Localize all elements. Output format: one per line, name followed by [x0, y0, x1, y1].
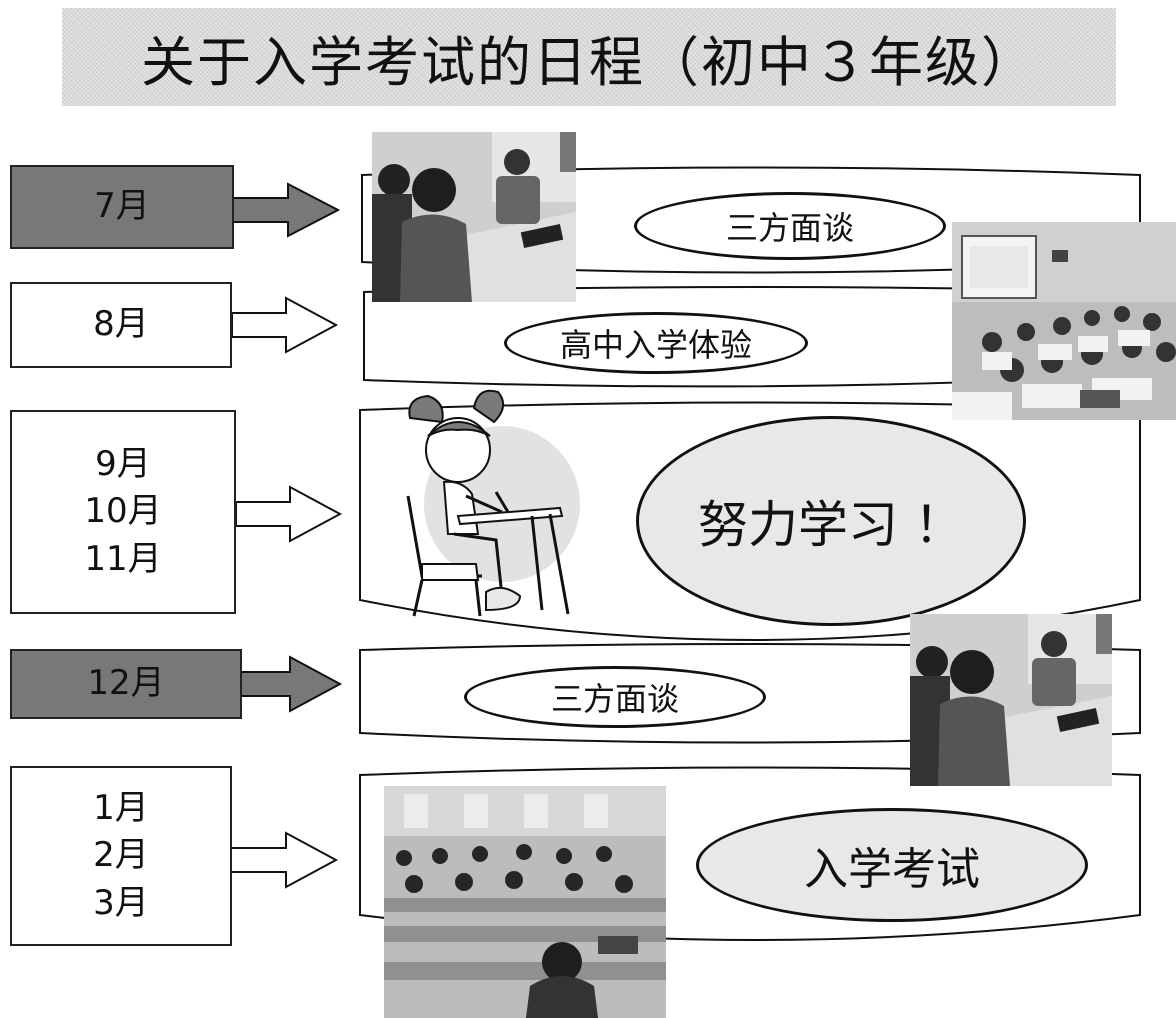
month-box-jan-mar: 1月 2月 3月: [10, 766, 232, 946]
arrow-dark-1: [231, 182, 341, 238]
classroom-experience-photo: [952, 222, 1176, 420]
month-label: 10月: [84, 491, 162, 532]
event-label: 三方面谈: [550, 680, 679, 718]
page-title: 关于入学考试的日程（初中３年级）: [141, 30, 1037, 94]
month-label: 9月: [95, 443, 151, 484]
month-label: 8月: [93, 304, 149, 345]
event-label: 三方面谈: [725, 209, 854, 247]
month-label: 11月: [84, 538, 162, 579]
month-label: 2月: [93, 835, 149, 876]
three-party-meeting-photo-2: [910, 614, 1112, 786]
three-party-meeting-photo: [372, 132, 576, 302]
event-oval-study: 努力学习 ！: [636, 416, 1026, 626]
exam-hall-photo: [384, 786, 666, 1018]
event-oval-experience: 高中入学体验: [504, 312, 808, 374]
month-box-sep-nov: 9月 10月 11月: [10, 410, 236, 614]
arrow-light-5: [229, 831, 339, 889]
month-label: 7月: [94, 186, 150, 227]
month-box-july: 7月: [10, 165, 234, 249]
arrow-dark-4: [239, 655, 343, 713]
arrow-light-2: [231, 296, 339, 354]
month-label: 1月: [93, 787, 149, 828]
event-oval-exam: 入学考试: [696, 808, 1088, 922]
arrow-light-3: [235, 485, 343, 543]
studying-girl-illustration: [406, 389, 580, 617]
month-label: 3月: [93, 882, 149, 923]
event-label: 高中入学体验: [559, 326, 752, 364]
event-label: 入学考试: [804, 844, 980, 895]
event-oval-meeting: 三方面谈: [634, 192, 946, 260]
month-box-august: 8月: [10, 282, 232, 368]
event-label: 努力学习 ！: [698, 496, 964, 554]
month-label: 12月: [87, 663, 165, 704]
title-banner: [62, 8, 1116, 106]
event-oval-meeting-2: 三方面谈: [464, 666, 766, 728]
month-box-december: 12月: [10, 649, 242, 719]
